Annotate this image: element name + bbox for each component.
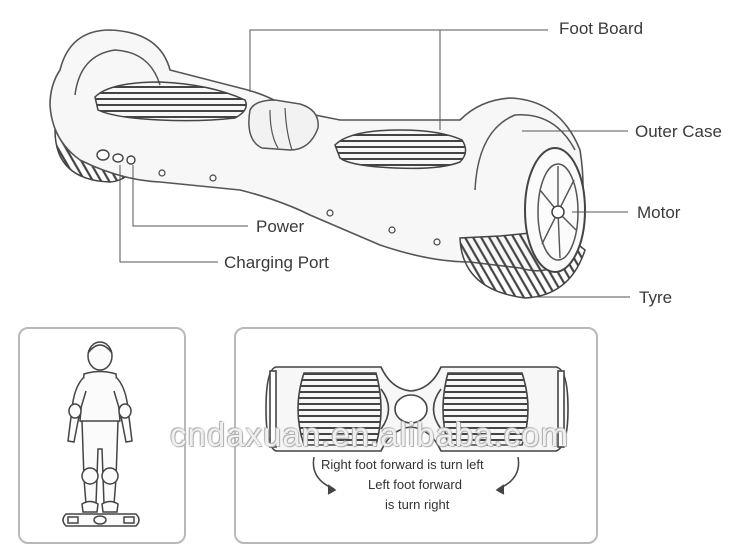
label-outer-case: Outer Case xyxy=(635,122,722,141)
label-charging-port: Charging Port xyxy=(224,253,329,272)
instruction-line-2: Left foot forward xyxy=(368,477,462,492)
watermark-text: cndaxuan.en.alibaba.com xyxy=(170,416,570,453)
right-foot-board xyxy=(334,129,467,170)
left-fender xyxy=(74,49,161,96)
label-foot-board: Foot Board xyxy=(559,19,644,38)
instruction-line-3: is turn right xyxy=(385,497,450,512)
label-tyre: Tyre xyxy=(639,288,673,307)
rider-panel xyxy=(18,327,186,544)
right-fender xyxy=(474,114,576,191)
body-dots xyxy=(158,169,441,246)
label-motor: Motor xyxy=(637,203,681,222)
turn-arrows xyxy=(312,456,520,495)
top-view-board xyxy=(265,366,569,495)
steering-panel: Right foot forward is turn left Left foo… xyxy=(234,327,598,544)
power-buttons xyxy=(96,149,136,165)
rider-figure xyxy=(62,341,140,527)
left-foot-board xyxy=(94,81,247,122)
instruction-line-1: Right foot forward is turn left xyxy=(321,457,484,472)
board-body xyxy=(49,29,584,272)
leader-lines xyxy=(119,29,630,298)
center-joint xyxy=(248,99,319,151)
label-power: Power xyxy=(256,217,305,236)
